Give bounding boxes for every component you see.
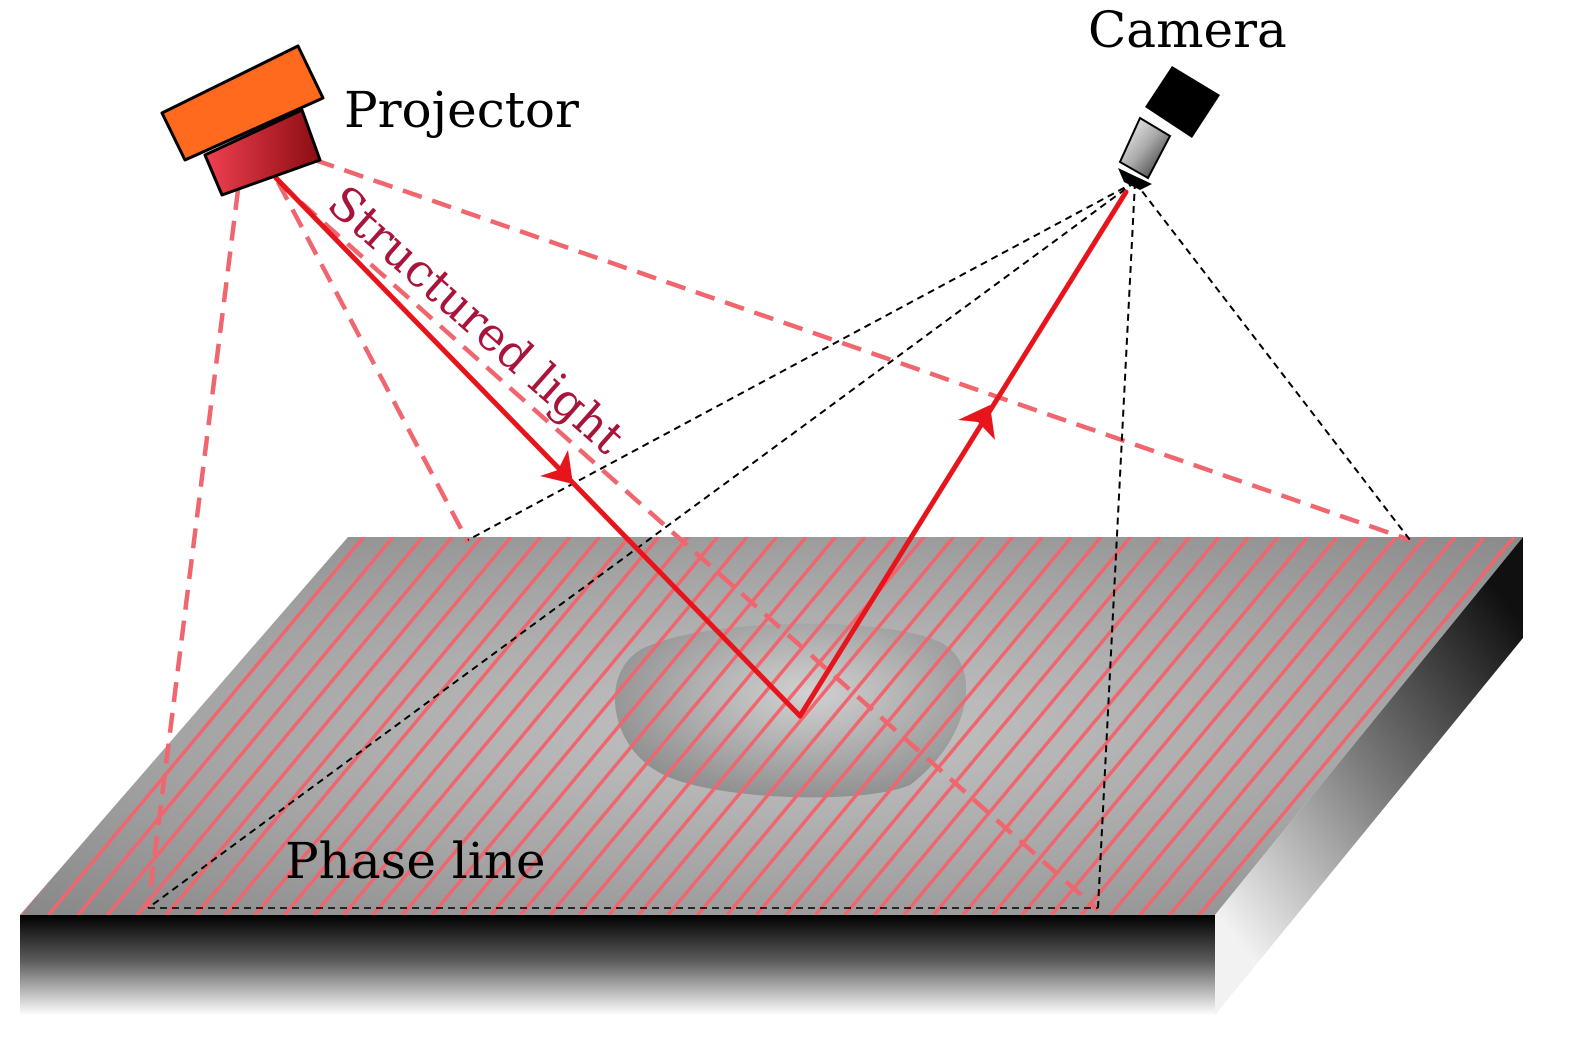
reflected-ray — [797, 189, 1129, 719]
surface-bump — [614, 623, 967, 798]
fringe-line — [902, 537, 1221, 915]
fringe-line — [784, 537, 1103, 915]
cone-edge-diagonal — [276, 180, 1100, 912]
camera-device — [1118, 66, 1220, 190]
fringe-line — [637, 537, 955, 915]
fringe-line — [489, 537, 808, 915]
fringe-line — [755, 537, 1073, 915]
fringe-line — [548, 537, 867, 915]
incident-arrow — [540, 450, 573, 484]
fringe-line — [312, 537, 631, 915]
camera-aperture — [1118, 168, 1152, 190]
camera-lens — [1118, 116, 1172, 180]
fringe-line — [932, 537, 1250, 915]
fringe-line — [106, 537, 424, 915]
projector-lens — [203, 108, 322, 197]
projector-device — [160, 44, 325, 197]
fringe-line — [342, 537, 660, 915]
fringe-line — [1050, 537, 1368, 915]
fringe-line — [725, 537, 1044, 915]
reflected-arrow — [958, 405, 995, 440]
ray-arrows — [540, 405, 995, 484]
fringe-line — [1138, 537, 1457, 915]
fringe-line — [224, 537, 542, 915]
cone-edge-near — [276, 180, 470, 544]
fringe-line — [401, 537, 719, 915]
fringe-line — [1020, 537, 1339, 915]
fringe-line — [961, 537, 1280, 915]
fringe-line — [814, 537, 1132, 915]
projector-body — [160, 44, 325, 162]
fringe-line — [666, 537, 985, 915]
fringe-line — [135, 537, 454, 915]
fringe-line — [843, 537, 1162, 915]
fringe-line — [1079, 537, 1398, 915]
fringe-line — [165, 537, 483, 915]
fringe-line — [519, 537, 837, 915]
fringe-line — [1197, 537, 1516, 915]
camera-body — [1145, 66, 1220, 138]
fringe-line — [47, 537, 365, 915]
fov-line-far — [1134, 181, 1411, 541]
fringe-line — [194, 537, 513, 915]
incident-ray — [273, 175, 803, 719]
fringe-line — [253, 537, 572, 915]
fringe-line — [76, 537, 395, 915]
cone-edge-left — [145, 189, 241, 909]
fov-line-down — [1097, 181, 1136, 909]
fringe-line — [696, 537, 1014, 915]
fringe-line — [991, 537, 1309, 915]
fringe-line — [371, 537, 690, 915]
phase-line-label: Phase line — [285, 832, 546, 890]
fringe-line — [873, 537, 1191, 915]
plate-side-face — [1215, 537, 1523, 1015]
fringe-line — [283, 537, 601, 915]
fov-line-near — [467, 181, 1136, 541]
cone-edge-far — [314, 157, 1411, 543]
specimen-plate — [20, 537, 1523, 1015]
camera-field-of-view — [147, 181, 1411, 909]
light-ray — [273, 175, 1129, 719]
fringe-line — [1109, 537, 1427, 915]
projection-cone — [145, 157, 1411, 912]
fringe-line — [430, 537, 749, 915]
camera-label: Camera — [1088, 1, 1287, 59]
plate-front-face — [20, 915, 1215, 1015]
fringe-line — [460, 537, 778, 915]
fov-line-left — [147, 181, 1136, 909]
fringe-line — [578, 537, 896, 915]
projector-label: Projector — [344, 81, 579, 139]
fringe-line — [1168, 537, 1486, 915]
